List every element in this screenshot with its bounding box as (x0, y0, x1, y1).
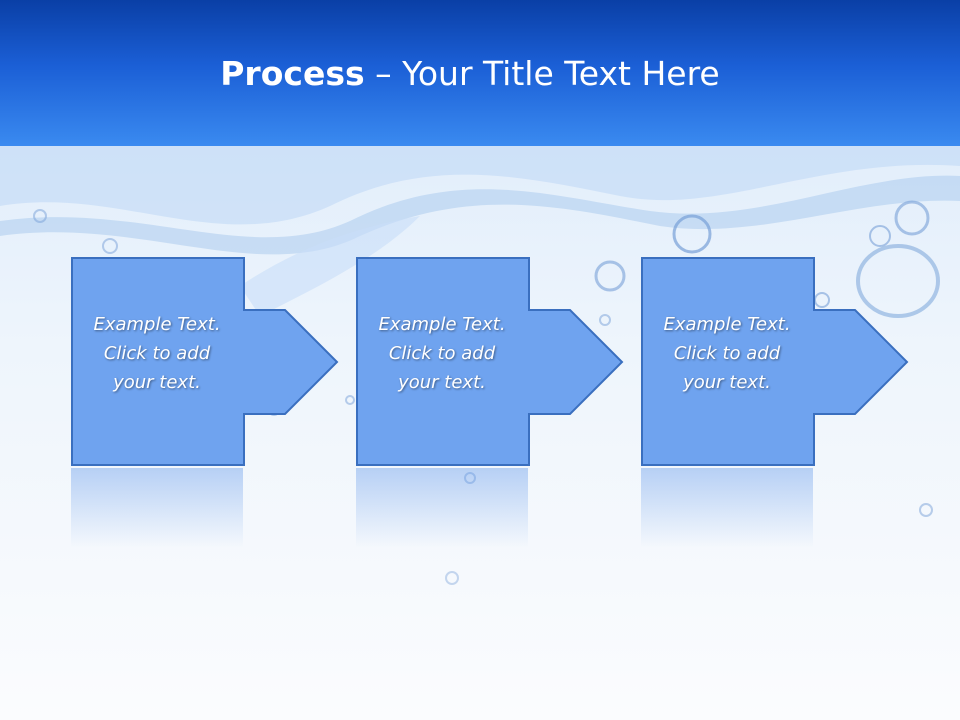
step-text-line: Example Text. (378, 314, 506, 335)
step-reflection (641, 468, 813, 548)
step-text-line: Example Text. (93, 314, 221, 335)
step-text-line: Click to add (673, 343, 781, 364)
process-step-1[interactable]: Example Text. Click to add your text. (71, 257, 341, 467)
step-text: Example Text. Click to add your text. (356, 310, 528, 397)
title-rest: – Your Title Text Here (364, 54, 720, 93)
step-text: Example Text. Click to add your text. (71, 310, 243, 397)
step-text-line: your text. (113, 372, 201, 393)
step-text-line: your text. (398, 372, 486, 393)
step-text-line: Click to add (103, 343, 211, 364)
step-text-line: Example Text. (663, 314, 791, 335)
process-step-3[interactable]: Example Text. Click to add your text. (641, 257, 911, 467)
step-text-line: your text. (683, 372, 771, 393)
step-reflection (71, 468, 243, 548)
title-bold: Process (220, 54, 365, 93)
title-bar: Process – Your Title Text Here (0, 0, 960, 146)
arrow-box-shape (71, 257, 339, 466)
process-step-2[interactable]: Example Text. Click to add your text. (356, 257, 626, 467)
step-reflection (356, 468, 528, 548)
slide-title[interactable]: Process – Your Title Text Here (0, 52, 950, 96)
arrow-box-shape (356, 257, 624, 466)
step-text-line: Click to add (388, 343, 496, 364)
arrow-box-shape (641, 257, 909, 466)
step-text: Example Text. Click to add your text. (641, 310, 813, 397)
